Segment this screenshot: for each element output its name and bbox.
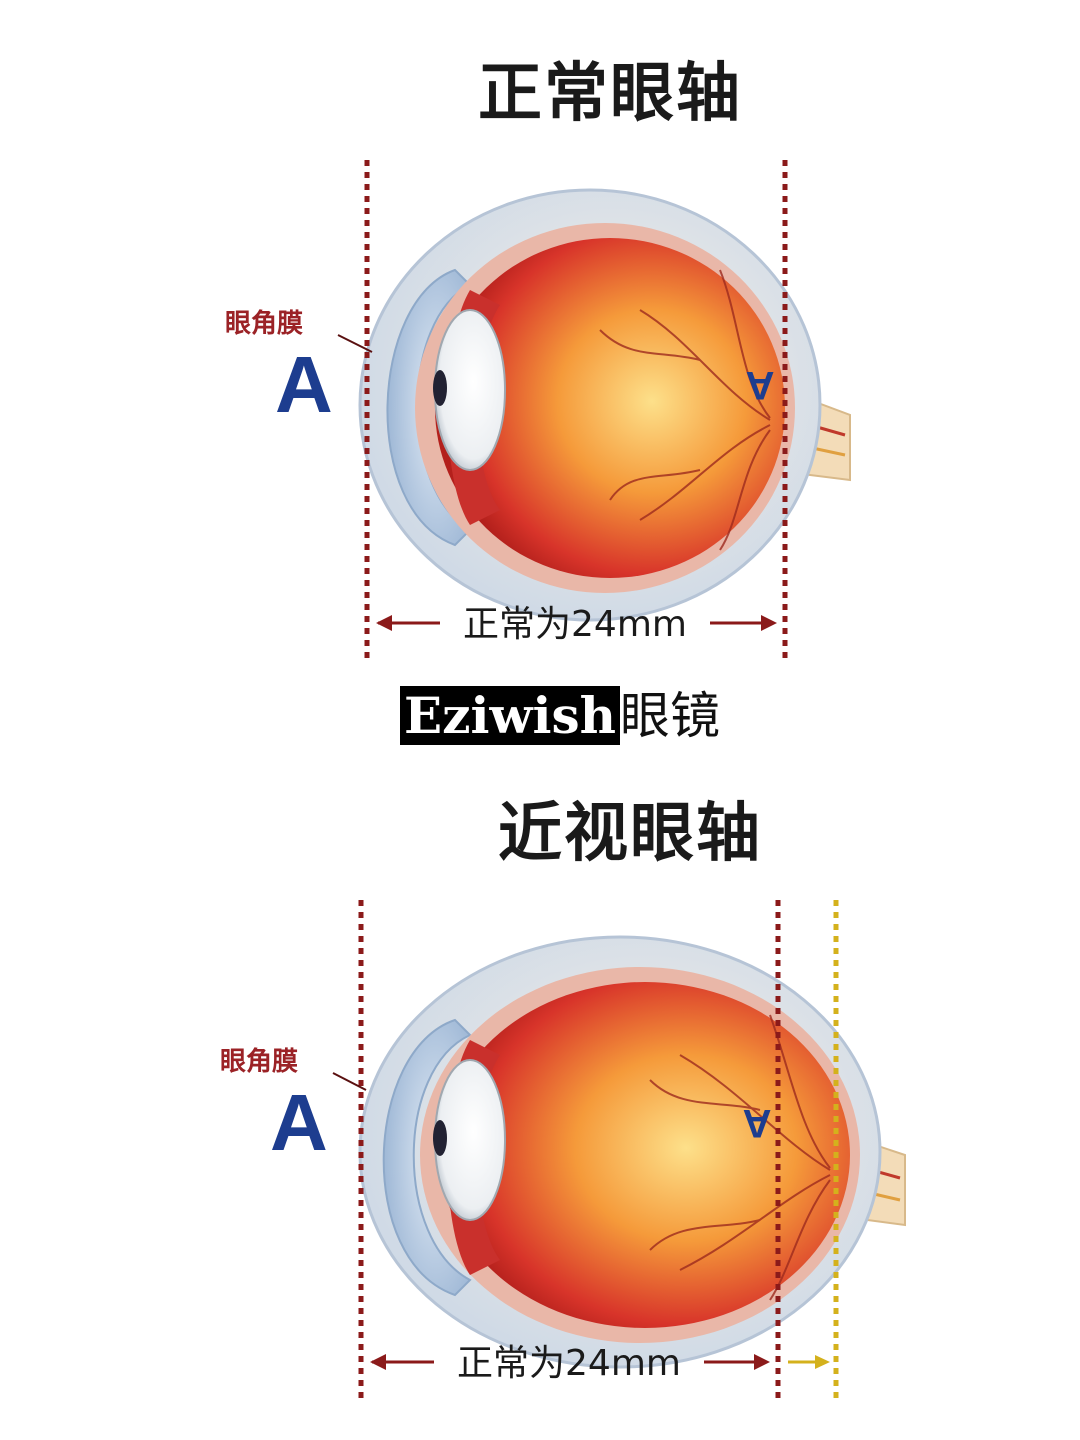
pupil: [433, 1120, 447, 1156]
cornea-label: 眼角膜: [220, 1046, 298, 1077]
axial-length-label: 正常为24mm: [457, 1343, 681, 1384]
extension-arrow: [788, 1355, 830, 1369]
brand-watermark: Eziwish眼镜: [0, 676, 1080, 748]
object-letter: A: [270, 1078, 328, 1167]
retina-interior: [440, 982, 850, 1328]
cornea-shape: [382, 1018, 472, 1297]
title-normal-axis: 正常眼轴: [478, 57, 742, 131]
retina-image-letter: A: [746, 363, 775, 407]
myopic-eye-diagram: A 眼角膜 A 正常为24mm: [0, 890, 1080, 1410]
cornea-shape: [386, 268, 472, 547]
cornea-leader-line: [337, 334, 373, 353]
axial-length-label: 正常为24mm: [463, 604, 687, 645]
title-myopia-axis: 近视眼轴: [498, 797, 762, 871]
pupil: [433, 370, 447, 406]
cornea-label: 眼角膜: [225, 308, 303, 339]
dimension-arrow: [370, 1354, 770, 1370]
retina-interior: [435, 238, 785, 578]
brand-suffix: 眼镜: [620, 687, 721, 745]
object-letter: A: [275, 340, 333, 429]
brand-mark: Eziwish: [399, 686, 621, 745]
dimension-arrow: [376, 615, 777, 631]
cornea-leader-line: [332, 1072, 367, 1091]
blood-vessels: [599, 269, 771, 551]
retina-image-letter: A: [743, 1101, 772, 1145]
normal-eye-diagram: A 眼角膜 A 正常为24mm: [0, 150, 1080, 670]
